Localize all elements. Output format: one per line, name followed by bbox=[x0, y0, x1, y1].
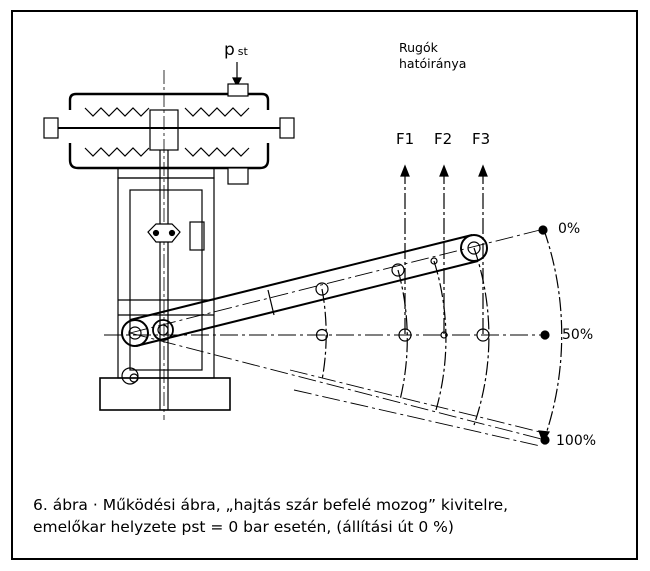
figure-frame bbox=[11, 10, 638, 560]
marker-100 bbox=[540, 435, 550, 445]
position-label-100: 100% bbox=[556, 433, 597, 449]
position-label-50: 50% bbox=[562, 327, 594, 343]
marker-50 bbox=[540, 330, 550, 340]
force-label-f2: F2 bbox=[434, 130, 453, 148]
springs-label: Rugók hatóiránya bbox=[399, 40, 467, 71]
figure-caption: 6. ábra · Működési ábra, „hajtás szár be… bbox=[33, 494, 633, 538]
force-label-f1: F1 bbox=[396, 130, 415, 148]
force-label-f3: F3 bbox=[472, 130, 491, 148]
yoke-stand bbox=[99, 70, 231, 420]
lever-arm bbox=[121, 229, 541, 347]
actuator-housing bbox=[43, 83, 295, 185]
pivot-circles-50 bbox=[315, 328, 490, 342]
marker-0 bbox=[538, 225, 548, 235]
pressure-arrow bbox=[232, 62, 242, 88]
caption-line-2: emelőkar helyzete pst = 0 bar esetén, (á… bbox=[33, 518, 454, 536]
lever-100-ghost bbox=[129, 332, 546, 447]
position-label-0: 0% bbox=[558, 221, 581, 237]
arc-scale bbox=[321, 229, 563, 441]
caption-line-1: 6. ábra · Működési ábra, „hajtás szár be… bbox=[33, 496, 509, 514]
